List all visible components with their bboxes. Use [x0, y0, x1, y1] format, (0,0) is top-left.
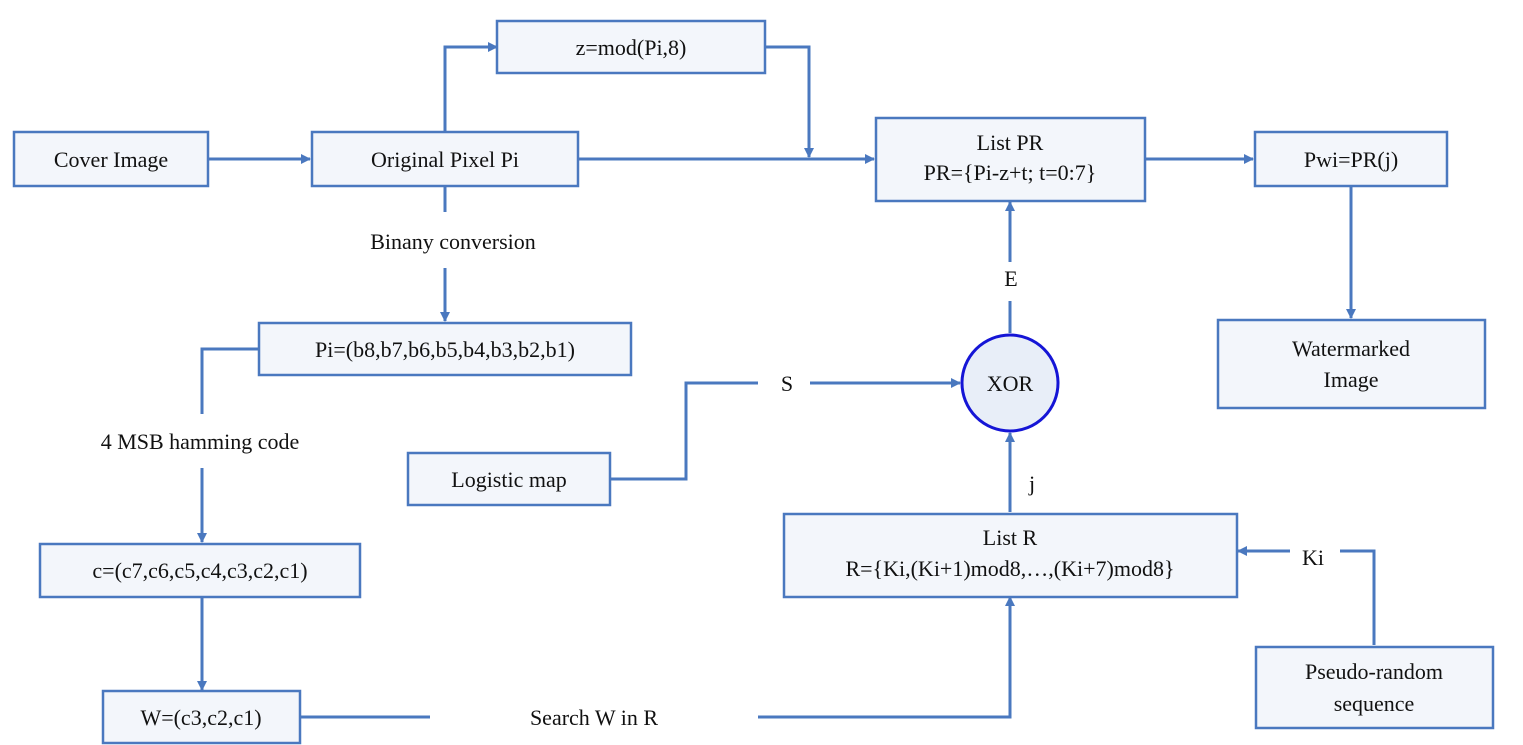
pseudo-random-line1: Pseudo-random [1305, 659, 1443, 684]
list-r-title: List R [983, 525, 1038, 550]
hamming-code-label: 4 MSB hamming code [101, 429, 300, 454]
line-logistic-to-s [610, 381, 758, 481]
logistic-map-label: Logistic map [451, 467, 566, 492]
pi-bits-label: Pi=(b8,b7,b6,b5,b4,b3,b2,b1) [315, 337, 575, 362]
list-pr-title: List PR [977, 130, 1044, 155]
watermarked-line1: Watermarked [1292, 336, 1410, 361]
pseudo-random-line2: sequence [1334, 691, 1415, 716]
arrow-zmod-to-merge [765, 45, 814, 158]
watermarked-image-box: Watermarked Image [1216, 318, 1487, 410]
list-pr-formula: PR={Pi-z+t; t=0:7} [924, 160, 1097, 185]
logistic-map-box: Logistic map [406, 451, 612, 507]
line-pseudo-to-ki [1340, 549, 1376, 645]
list-pr-box: List PR PR={Pi-z+t; t=0:7} [874, 116, 1147, 203]
z-mod-box: z=mod(Pi,8) [495, 19, 767, 75]
w-bits-box: W=(c3,c2,c1) [101, 689, 302, 745]
pwi-label: Pwi=PR(j) [1304, 147, 1398, 172]
list-r-formula: R={Ki,(Ki+1)mod8,…,(Ki+7)mod8} [845, 556, 1174, 581]
pi-bits-box: Pi=(b8,b7,b6,b5,b4,b3,b2,b1) [257, 321, 633, 377]
list-r-box: List R R={Ki,(Ki+1)mod8,…,(Ki+7)mod8} [782, 512, 1239, 599]
arrow-search-to-list-r [758, 596, 1015, 719]
original-pixel-box: Original Pixel Pi [310, 130, 580, 188]
e-label: E [1004, 266, 1017, 291]
c-bits-label: c=(c7,c6,c5,c4,c3,c2,c1) [92, 558, 307, 583]
pseudo-random-box: Pseudo-random sequence [1254, 645, 1495, 730]
arrow-pixel-to-zmod [443, 42, 498, 132]
watermarked-line2: Image [1324, 367, 1379, 392]
cover-image-label: Cover Image [54, 147, 168, 172]
search-label: Search W in R [530, 705, 658, 730]
z-mod-label: z=mod(Pi,8) [576, 35, 687, 60]
binary-conversion-label: Binany conversion [370, 229, 536, 254]
s-label: S [781, 371, 793, 396]
ki-label: Ki [1302, 545, 1324, 570]
xor-node: XOR [960, 333, 1060, 433]
xor-label: XOR [987, 371, 1034, 396]
cover-image-box: Cover Image [12, 130, 210, 188]
line-pi-bits-to-hamming [200, 347, 259, 414]
pwi-box: Pwi=PR(j) [1253, 130, 1449, 188]
j-label: j [1028, 471, 1035, 496]
connectors [197, 42, 1376, 719]
original-pixel-label: Original Pixel Pi [371, 147, 519, 172]
c-bits-box: c=(c7,c6,c5,c4,c3,c2,c1) [38, 542, 362, 599]
w-bits-label: W=(c3,c2,c1) [140, 705, 261, 730]
